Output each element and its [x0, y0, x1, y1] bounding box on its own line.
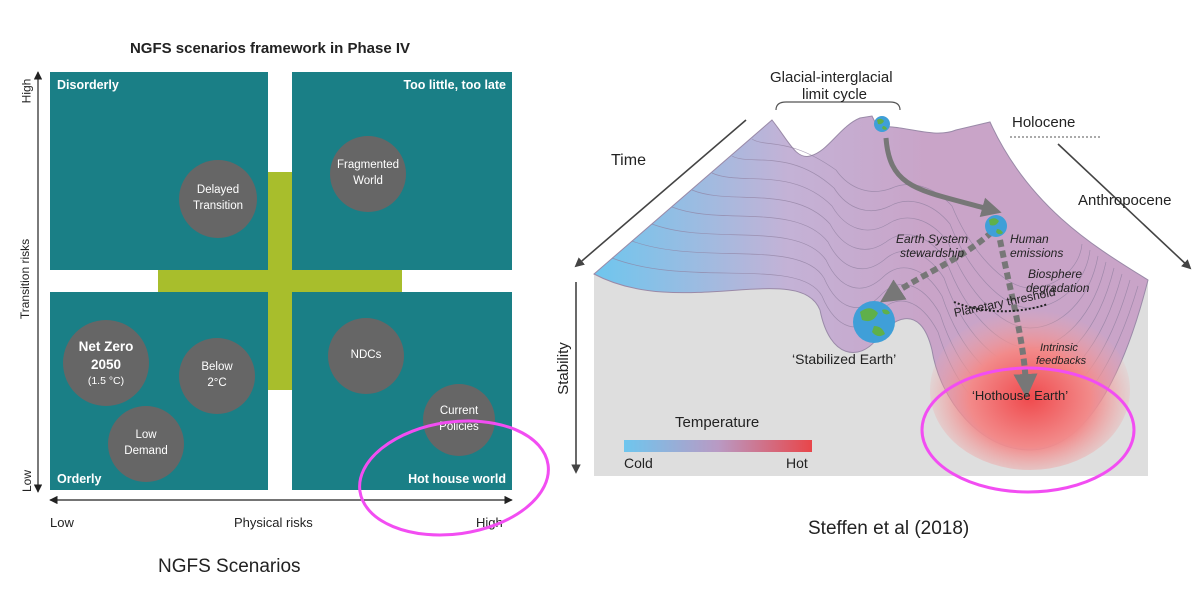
biosphere-label-line2: degradation [1026, 281, 1090, 295]
quadrant-label-disorderly: Disorderly [57, 78, 119, 92]
stabilized-earth-label: ‘Stabilized Earth’ [792, 351, 897, 367]
emissions-path [997, 239, 1038, 398]
anthropocene-arrow [1057, 143, 1192, 270]
intrinsic-feedbacks-label-line2: feedbacks [1036, 355, 1087, 367]
stability-label: Stability [554, 342, 572, 395]
y-axis-label: Transition risks [18, 238, 32, 320]
ngfs-axes [33, 71, 513, 505]
scenario-ndcs: NDCs [328, 318, 404, 394]
hothouse-earth-label: ‘Hothouse Earth’ [972, 388, 1069, 403]
x-axis-low: Low [50, 515, 74, 530]
time-arrow [574, 119, 747, 268]
temperature-legend-title: Temperature [675, 414, 760, 431]
quadrant-label-orderly: Orderly [57, 472, 102, 486]
scenario-label: Fragmented World [336, 159, 399, 187]
earth-stewardship-label-line1: Earth System [896, 232, 969, 246]
holocene-to-human-path [883, 137, 1002, 217]
x-axis-label: Physical risks [234, 515, 313, 530]
temperature-legend-cold: Cold [624, 455, 653, 471]
scenario-label: Current Policies [439, 405, 479, 433]
earth-globe-stabilized [853, 301, 895, 343]
highlight-hothouse-ellipse [920, 366, 1136, 494]
glacial-cycle-label-line2: limit cycle [802, 86, 868, 103]
glacial-cycle-label-line1: Glacial-interglacial [770, 69, 893, 86]
planetary-threshold-arc [953, 301, 1049, 313]
scenario-label-net-zero: Net Zero [78, 338, 134, 354]
y-axis-low: Low [20, 469, 35, 493]
earth-globe-anthropocene [985, 215, 1007, 237]
scenario-low-demand: Low Demand [108, 406, 184, 482]
temperature-legend-bar [624, 440, 812, 452]
stewardship-path [879, 229, 994, 303]
quadrant-label-hot-house-world: Hot house world [408, 472, 506, 486]
anthropocene-label: Anthropocene [1078, 192, 1172, 209]
scenario-fragmented-world: Fragmented World [330, 136, 406, 212]
scenario-delayed-transition: Delayed Transition [179, 160, 257, 238]
scenario-label-1-5c: (1.5 °C) [87, 375, 125, 388]
biosphere-label-line1: Biosphere [1028, 267, 1083, 281]
glacial-bracket [775, 101, 901, 111]
intrinsic-feedbacks-label-line1: Intrinsic [1040, 342, 1078, 354]
ngfs-caption: NGFS Scenarios [158, 556, 301, 577]
steffen-caption: Steffen et al (2018) [808, 518, 970, 539]
holocene-label: Holocene [1012, 114, 1076, 131]
temperature-legend-hot: Hot [786, 455, 808, 471]
scenario-net-zero-2050: Net Zero 2050 (1.5 °C) [63, 320, 149, 406]
scenario-label: Delayed Transition [192, 184, 244, 212]
y-axis-high: High [19, 78, 34, 104]
human-emissions-label-line2: emissions [1010, 246, 1064, 260]
earth-stewardship-label-line2: stewardship [900, 246, 965, 260]
scenario-label: Below 2°C [201, 361, 233, 389]
human-emissions-label-line1: Human [1010, 232, 1049, 246]
scenario-below-2c: Below 2°C [179, 338, 255, 414]
stability-landscape [571, 101, 1192, 494]
cross-horizontal [158, 270, 402, 292]
scenario-label: Low Demand [124, 429, 168, 457]
highlight-hot-house-ellipse [358, 419, 550, 537]
quadrant-label-too-little-too-late: Too little, too late [403, 78, 506, 92]
landscape-front-face [594, 274, 1148, 476]
time-label: Time [611, 152, 646, 169]
ngfs-title: NGFS scenarios framework in Phase IV [129, 40, 411, 57]
scenario-label-2050: 2050 [90, 356, 122, 372]
earth-globe-holocene [874, 116, 890, 132]
scenario-label: NDCs [350, 349, 382, 362]
